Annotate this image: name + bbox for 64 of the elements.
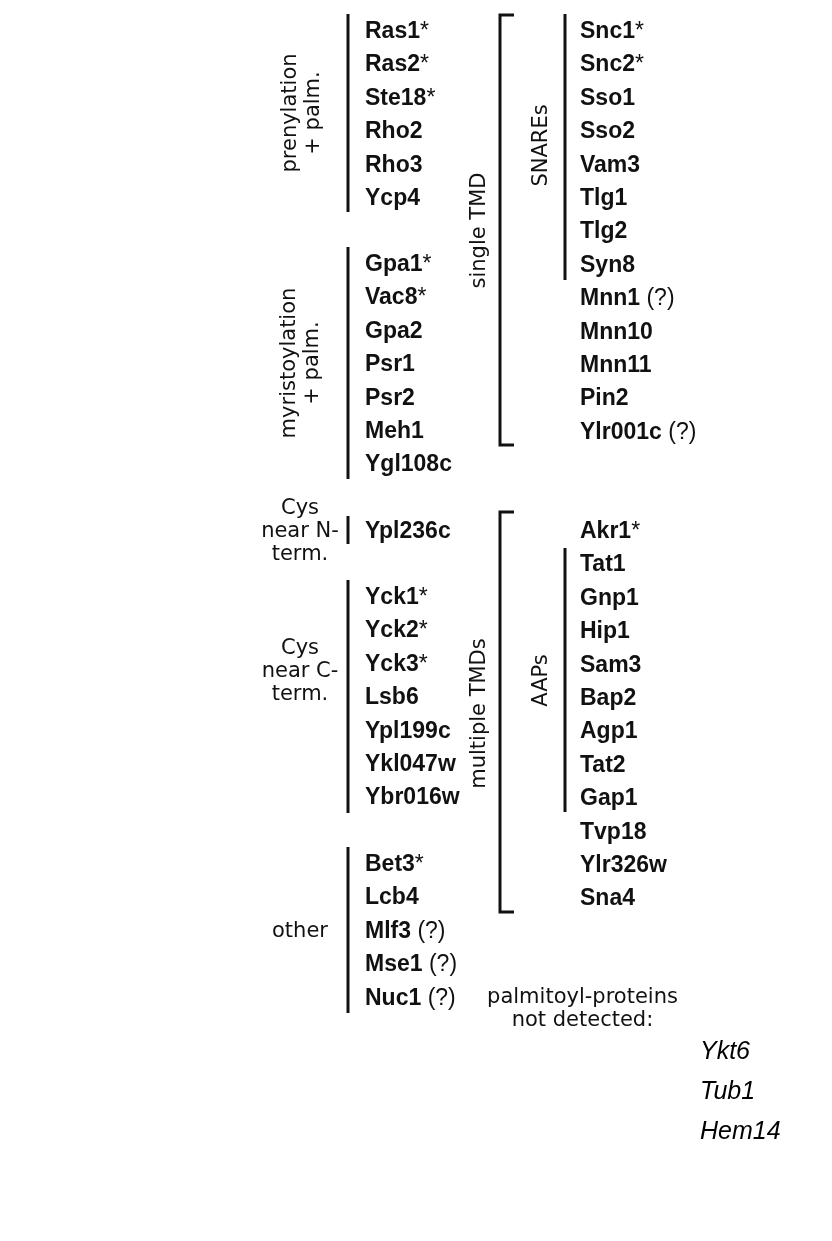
protein-name: Meh1 <box>365 416 424 444</box>
protein-name: Snc2* <box>580 49 644 78</box>
protein-name: Mnn11 <box>580 350 652 378</box>
group-label: Cys near C-term. <box>260 635 340 705</box>
group-label: multiple TMDs <box>466 636 490 791</box>
protein-name: Mnn1 (?) <box>580 283 675 312</box>
protein-name: Ygl108c <box>365 449 452 478</box>
protein-name: Ypl199c <box>365 715 451 744</box>
group-label: other <box>271 918 329 942</box>
protein-name: Vam3 <box>580 149 641 178</box>
protein-name: Tvp18 <box>580 816 647 845</box>
protein-name: Sso1 <box>580 82 635 111</box>
group-label: Cys near N-term. <box>260 495 340 565</box>
protein-name: Ras2* <box>365 49 429 78</box>
protein-name: Mlf3 (?) <box>365 915 446 944</box>
protein-name: Syn8 <box>580 249 635 278</box>
protein-name: Ybr016w <box>365 782 460 811</box>
group-label: AAPs <box>528 652 552 709</box>
protein-name: Ste18* <box>365 82 436 111</box>
protein-name: Rho2 <box>365 116 423 145</box>
protein-name: Agp1 <box>580 716 638 745</box>
protein-name: Yck2* <box>365 615 428 644</box>
protein-name: Tat1 <box>580 549 626 578</box>
protein-name: Bap2 <box>580 683 637 711</box>
note-text: palmitoyl-proteins not detected: <box>486 985 679 1031</box>
protein-name: Vac8* <box>365 282 427 311</box>
protein-name: Tat2 <box>580 749 626 778</box>
protein-name: Ylr326w <box>580 850 667 878</box>
protein-name: Gap1 <box>580 783 638 812</box>
protein-name: Yck1* <box>365 582 428 610</box>
protein-name: Nuc1 (?) <box>365 982 456 1011</box>
group-label: SNAREs <box>528 102 552 189</box>
protein-name: Tlg1 <box>580 183 628 211</box>
group-label: prenylation + palm. <box>277 52 323 175</box>
protein-name: Lcb4 <box>365 882 419 911</box>
protein-name: Ykl047w <box>365 749 456 777</box>
protein-name: Pin2 <box>580 383 629 412</box>
protein-name: Sna4 <box>580 883 635 912</box>
protein-name: Gnp1 <box>580 582 639 611</box>
protein-name: Ypl236c <box>365 516 451 544</box>
protein-name: Hem14 <box>700 1116 781 1144</box>
protein-name: Gpa2 <box>365 315 423 344</box>
protein-name: Psr1 <box>365 349 415 378</box>
protein-name: Hip1 <box>580 616 630 645</box>
protein-name: Ykt6 <box>700 1036 751 1064</box>
protein-name: Lsb6 <box>365 682 419 711</box>
protein-name: Bet3* <box>365 849 424 877</box>
protein-name: Mse1 (?) <box>365 949 458 978</box>
protein-name: Ylr001c (?) <box>580 416 697 445</box>
protein-name: Tub1 <box>700 1076 756 1104</box>
protein-name: Mnn10 <box>580 316 653 345</box>
protein-name: Psr2 <box>365 382 415 411</box>
group-label: single TMD <box>466 171 490 290</box>
protein-name: Snc1* <box>580 16 644 44</box>
protein-name: Sam3 <box>580 649 642 678</box>
protein-name: Sso2 <box>580 116 635 145</box>
protein-name: Akr1* <box>580 516 641 544</box>
protein-name: Yck3* <box>365 648 428 677</box>
protein-name: Gpa1* <box>365 249 432 277</box>
protein-name: Ycp4 <box>365 183 420 211</box>
group-label: myristoylation + palm. <box>277 286 323 441</box>
protein-name: Ras1* <box>365 16 429 44</box>
protein-name: Tlg2 <box>580 216 628 245</box>
protein-name: Rho3 <box>365 149 423 178</box>
